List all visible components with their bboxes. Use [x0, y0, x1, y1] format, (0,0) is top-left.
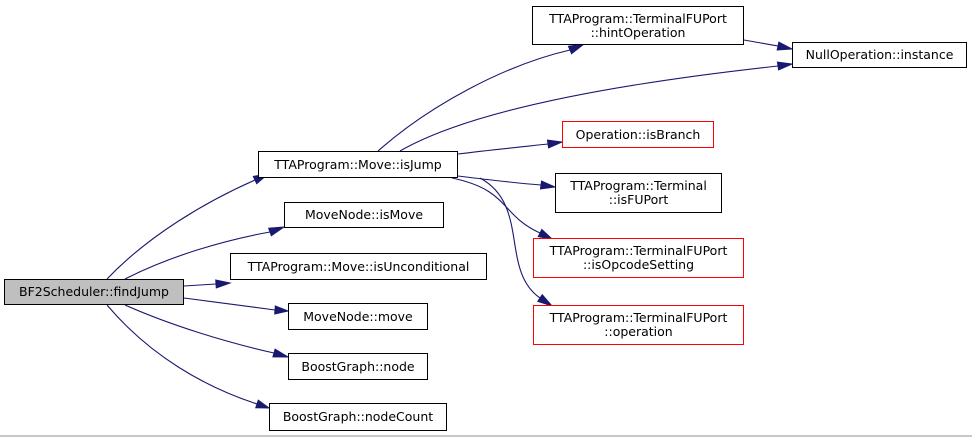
node-label-line2: ::isOpcodeSetting	[582, 257, 695, 272]
edge-findjump-ismove-arrowhead	[267, 226, 286, 237]
node-move-isjump[interactable]: TTAProgram::Move::isJump	[258, 151, 458, 178]
edge-findjump-move-arrowhead	[274, 305, 290, 315]
edge-isjump-nulloperation	[399, 65, 779, 152]
edge-findjump-node	[124, 304, 275, 354]
node-label-line1: TTAProgram::TerminalFUPort	[549, 243, 728, 258]
node-label: BF2Scheduler::findJump	[19, 284, 169, 299]
node-movenode-ismove[interactable]: MoveNode::isMove	[284, 202, 444, 228]
node-label: NullOperation::instance	[805, 47, 954, 62]
node-terminal-isfuport[interactable]: TTAProgram::Terminal ::isFUPort	[555, 173, 722, 213]
edge-hintoperation-nulloperation	[743, 39, 779, 47]
edge-isjump-isfuport	[457, 175, 542, 186]
edge-isjump-isfuport-arrowhead	[539, 180, 557, 190]
node-label-line1: TTAProgram::Terminal	[570, 178, 707, 193]
edge-isjump-isopcodesetting-arrowhead	[537, 228, 554, 240]
node-boostgraph-node[interactable]: BoostGraph::node	[288, 353, 428, 380]
bottom-border	[0, 435, 972, 437]
node-label: MoveNode::isMove	[304, 207, 424, 222]
edge-findjump-nodecount	[106, 304, 258, 405]
node-label-line1: TTAProgram::TerminalFUPort	[549, 10, 727, 26]
node-label: BoostGraph::node	[301, 358, 415, 374]
edge-isjump-isopcodesetting	[451, 177, 541, 234]
node-terminalfuport-hintoperation[interactable]: TTAProgram::TerminalFUPort ::hintOperati…	[532, 6, 744, 45]
edge-hintoperation-nulloperation-arrowhead	[776, 41, 794, 51]
node-label: Operation::isBranch	[575, 126, 701, 142]
node-label-line2: ::isFUPort	[608, 192, 669, 207]
node-label: TTAProgram::Move::isUnconditional	[247, 258, 470, 274]
node-nulloperation-instance[interactable]: NullOperation::instance	[792, 42, 967, 68]
edge-isjump-hintoperation-arrowhead	[567, 43, 586, 55]
node-label: TTAProgram::Move::isJump	[274, 156, 442, 172]
edge-isjump-operation	[479, 177, 541, 299]
node-label-line1: TTAProgram::TerminalFUPort	[549, 310, 728, 325]
node-label: BoostGraph::nodeCount	[282, 409, 434, 424]
edge-isjump-operation-arrowhead	[537, 293, 554, 308]
edge-findjump-isjump	[106, 179, 256, 280]
edge-findjump-node-arrowhead	[272, 348, 290, 358]
node-boostgraph-nodecount[interactable]: BoostGraph::nodeCount	[269, 403, 447, 431]
edge-isjump-isbranch	[457, 143, 549, 155]
edge-findjump-ismove	[124, 231, 271, 280]
node-operation-isbranch[interactable]: Operation::isBranch	[562, 121, 714, 148]
node-label-line2: ::hintOperation	[590, 24, 686, 40]
edge-findjump-nodecount-arrowhead	[255, 399, 271, 409]
node-label-line2: ::operation	[604, 324, 673, 339]
node-label: MoveNode::move	[303, 308, 413, 324]
node-bf2scheduler-findjump: BF2Scheduler::findJump	[4, 279, 184, 305]
edge-findjump-isunconditional	[183, 283, 217, 287]
node-move-isunconditional[interactable]: TTAProgram::Move::isUnconditional	[230, 253, 487, 280]
node-movenode-move[interactable]: MoveNode::move	[288, 303, 428, 330]
edge-isjump-hintoperation	[377, 49, 571, 152]
edge-findjump-move	[183, 297, 276, 311]
node-terminalfuport-isopcodesetting[interactable]: TTAProgram::TerminalFUPort ::isOpcodeSet…	[533, 238, 744, 278]
edge-findjump-isunconditional-arrowhead	[215, 279, 232, 289]
edge-isjump-nulloperation-arrowhead	[776, 61, 794, 71]
edge-isjump-isbranch-arrowhead	[546, 139, 564, 149]
node-terminalfuport-operation[interactable]: TTAProgram::TerminalFUPort ::operation	[533, 305, 744, 345]
